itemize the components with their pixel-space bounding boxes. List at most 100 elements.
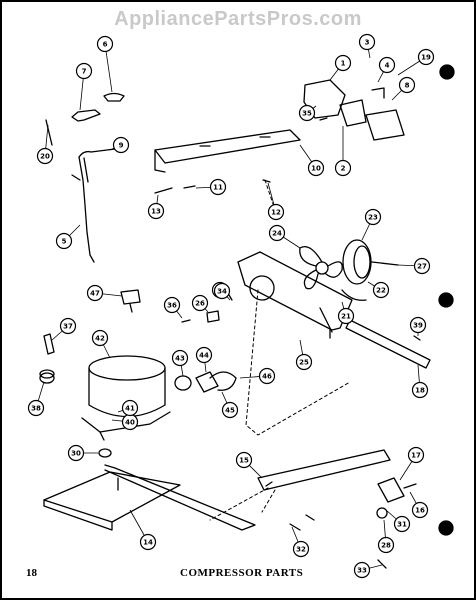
callout-number-38: 38 [31, 405, 41, 413]
callout-number-43: 43 [175, 355, 185, 363]
callout-number-36: 36 [167, 302, 177, 310]
callout-number-28: 28 [381, 542, 391, 550]
callout-badge-3 [358, 33, 376, 51]
compressor-grommet [39, 369, 55, 384]
callout-number-18: 18 [415, 387, 425, 395]
callout-badge-11 [209, 178, 227, 196]
callout-badge-12 [267, 203, 285, 221]
callout-badge-18 [411, 381, 429, 399]
mounting-rail [154, 129, 301, 173]
callout-badge-7 [75, 62, 93, 80]
callout-number-26: 26 [195, 300, 205, 308]
callout-badge-1 [334, 54, 352, 72]
callout-badge-26 [191, 294, 209, 312]
watermark: AppliancePartsPros.com [114, 8, 362, 30]
callout-number-2: 2 [341, 165, 346, 173]
screw [377, 559, 387, 569]
base-plate [43, 464, 256, 531]
callout-badge-6 [96, 35, 114, 53]
callout-badge-41 [121, 399, 139, 417]
callout-badge-39 [409, 316, 427, 334]
callout-number-30: 30 [71, 450, 81, 458]
callout-badge-16 [411, 501, 429, 519]
callout-badge-44 [195, 346, 213, 364]
callout-number-39: 39 [413, 322, 423, 330]
relay-assembly [303, 79, 405, 141]
callout-badge-45 [221, 401, 239, 419]
callout-badge-10 [307, 159, 325, 177]
callout-number-9: 9 [119, 142, 124, 150]
callout-badge-19 [417, 48, 435, 66]
callout-number-3: 3 [365, 39, 370, 47]
fan-blade [299, 245, 343, 290]
page-number: 18 [26, 567, 37, 579]
callout-number-11: 11 [213, 184, 223, 192]
overload-relay [376, 477, 417, 519]
screw [289, 523, 301, 531]
terminal-cover-parts [174, 371, 237, 393]
callout-number-24: 24 [272, 230, 282, 238]
callout-badge-23 [364, 208, 382, 226]
callout-number-20: 20 [40, 153, 50, 161]
callout-number-13: 13 [151, 208, 161, 216]
callout-badge-9 [112, 136, 130, 154]
binder-hole [439, 64, 455, 80]
callout-number-45: 45 [225, 407, 235, 415]
callout-number-37: 37 [63, 323, 73, 331]
callout-number-44: 44 [199, 352, 209, 360]
callout-badge-4 [378, 56, 396, 74]
callout-badge-47 [86, 284, 104, 302]
part-callouts: 1234567891011121314151617181920212223242… [27, 33, 435, 579]
callout-number-32: 32 [296, 546, 306, 554]
callout-number-19: 19 [421, 54, 431, 62]
callout-badge-32 [292, 540, 310, 558]
callout-number-21: 21 [341, 313, 351, 321]
callout-number-6: 6 [103, 41, 108, 49]
insulation-strip [345, 319, 431, 369]
callout-number-42: 42 [95, 335, 105, 343]
callout-number-34: 34 [217, 288, 227, 296]
callout-badge-42 [91, 329, 109, 347]
callout-badge-8 [398, 76, 416, 94]
callout-number-40: 40 [125, 419, 135, 427]
callout-badge-2 [334, 159, 352, 177]
callout-badge-25 [295, 353, 313, 371]
page-caption: COMPRESSOR PARTS [180, 567, 304, 579]
callout-number-4: 4 [385, 62, 390, 70]
callout-number-31: 31 [397, 521, 407, 529]
callout-number-5: 5 [62, 238, 67, 246]
callout-badge-33 [353, 561, 371, 579]
rubber-foot [98, 448, 112, 458]
callout-badge-28 [377, 536, 395, 554]
callout-number-41: 41 [125, 405, 135, 413]
callout-badge-20 [36, 147, 54, 165]
callout-number-35: 35 [302, 110, 312, 118]
capacitor [43, 333, 55, 355]
binder-hole [438, 520, 454, 536]
callout-number-22: 22 [376, 287, 386, 295]
callout-badge-21 [337, 307, 355, 325]
callout-badge-17 [407, 446, 425, 464]
callout-number-12: 12 [271, 209, 281, 217]
callout-number-27: 27 [417, 263, 427, 271]
callout-badge-22 [372, 281, 390, 299]
callout-number-47: 47 [90, 290, 100, 298]
callout-number-8: 8 [405, 82, 410, 90]
callout-number-7: 7 [82, 68, 87, 76]
callout-badge-5 [55, 232, 73, 250]
fan-motor [342, 239, 399, 285]
callout-number-17: 17 [411, 452, 421, 460]
callout-badge-38 [27, 399, 45, 417]
callout-badge-27 [413, 257, 431, 275]
callout-number-25: 25 [299, 359, 309, 367]
clip-parts [154, 179, 271, 194]
binder-hole [438, 292, 454, 308]
callout-badge-43 [171, 349, 189, 367]
callout-badge-24 [268, 224, 286, 242]
fan-shroud [341, 289, 367, 301]
callout-badge-37 [59, 317, 77, 335]
callout-number-10: 10 [311, 165, 321, 173]
callout-badge-30 [67, 444, 85, 462]
